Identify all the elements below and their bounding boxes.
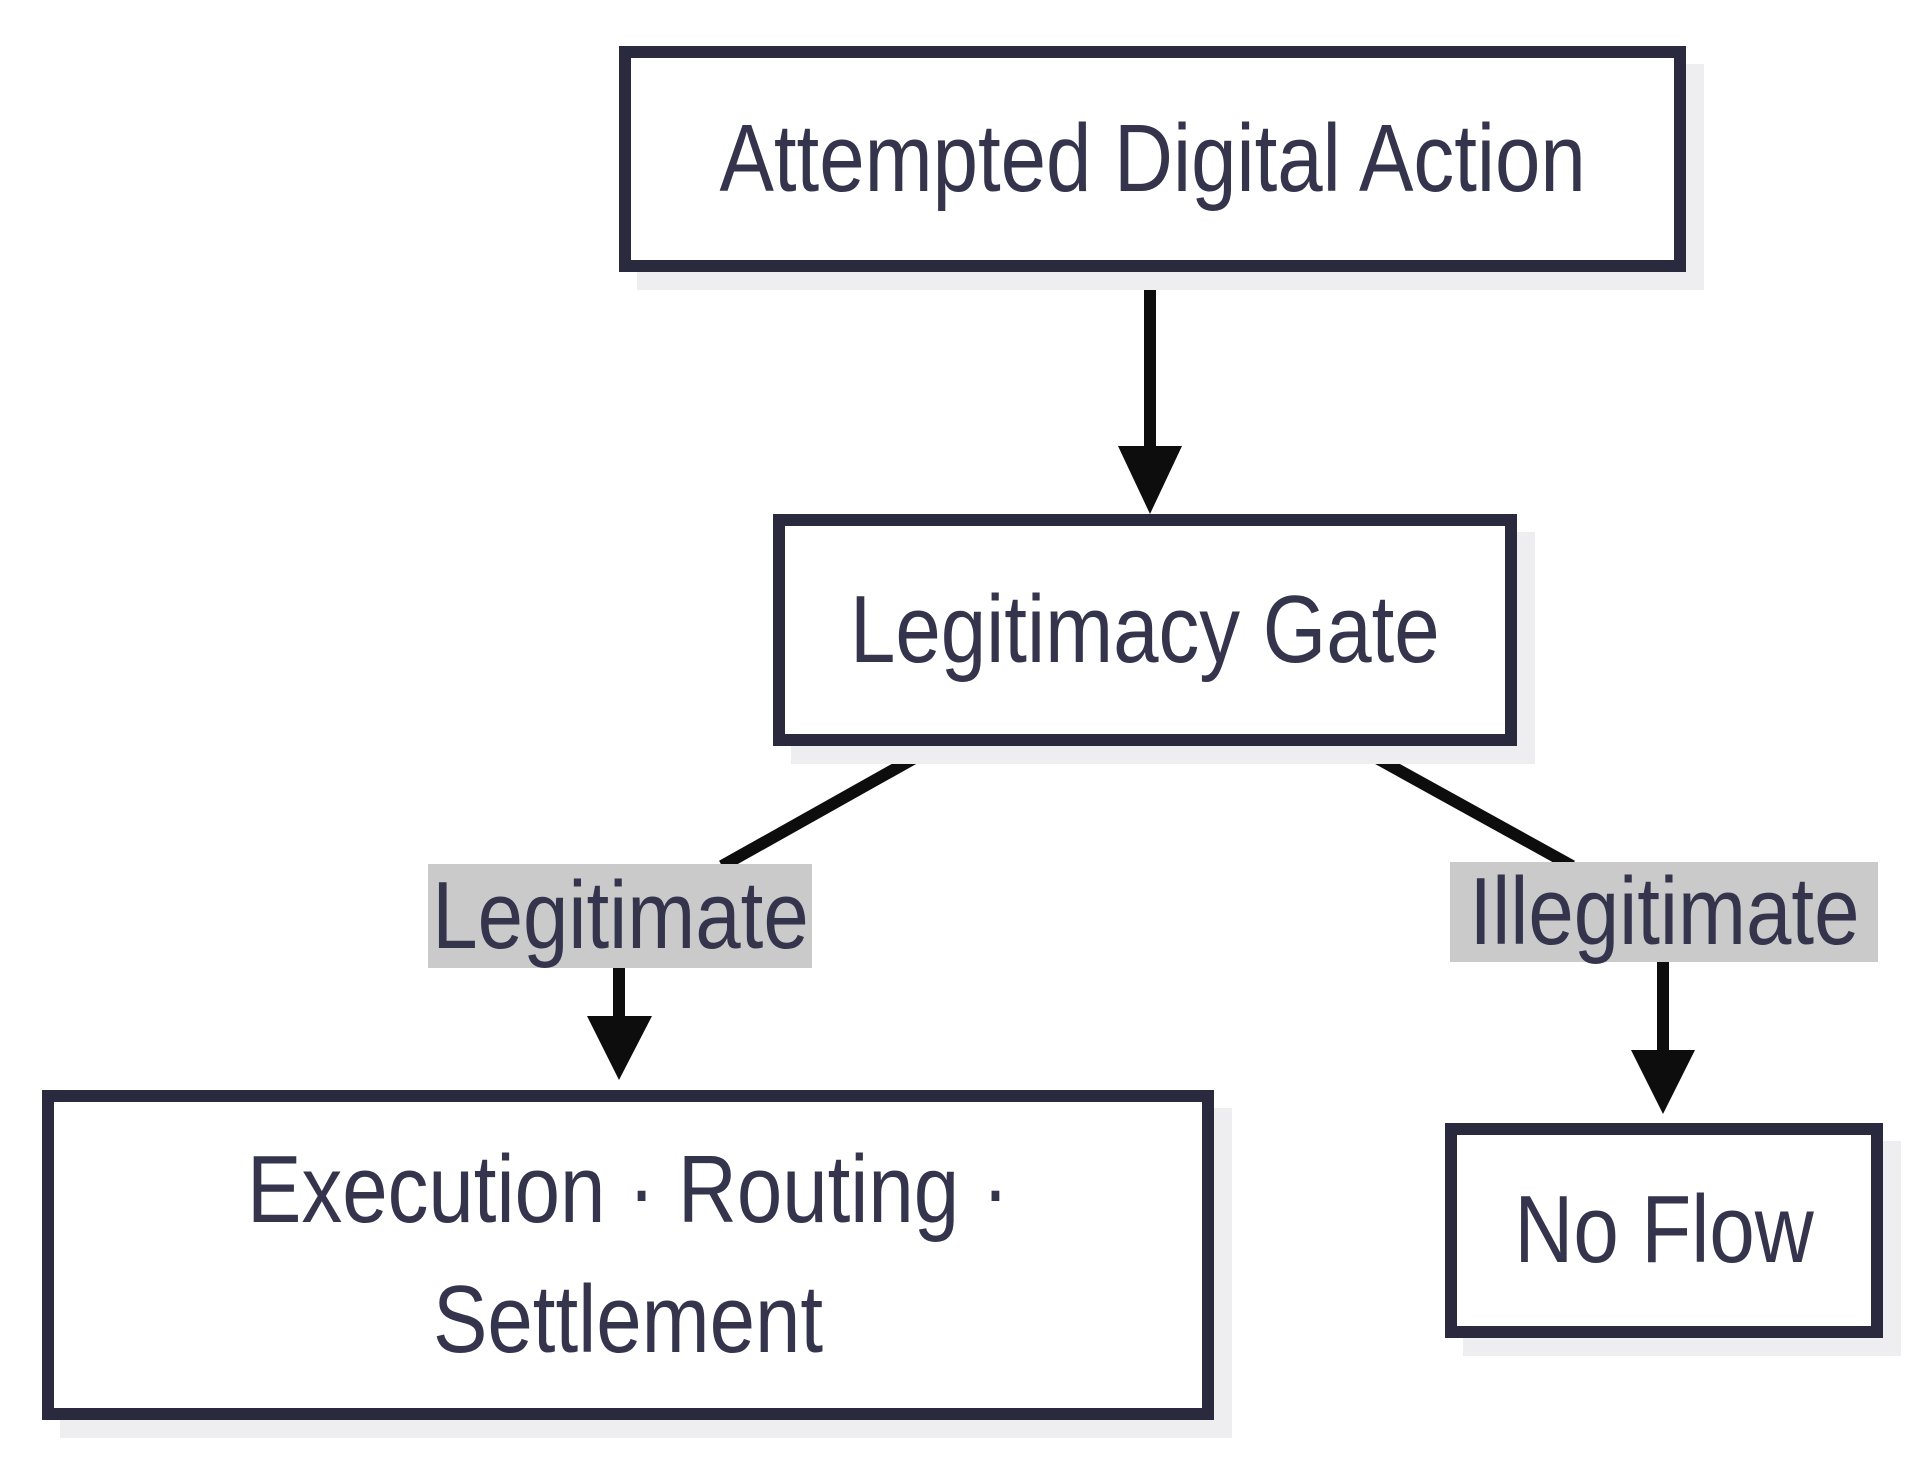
edge-label-illegitimate-text: Illegitimate: [1468, 857, 1860, 965]
node-attempted-digital-action: Attempted Digital Action: [619, 46, 1686, 272]
node-execution-label: Execution · Routing · Settlement: [247, 1136, 1009, 1373]
arrow-down-icon-illegitimate-to-noflow: [1631, 962, 1695, 1114]
edge-gate-to-illegitimate: [1352, 740, 1575, 872]
node-legitimacy-gate: Legitimacy Gate: [773, 514, 1517, 746]
edge-gate-to-legitimate: [719, 740, 939, 872]
node-attempted-label: Attempted Digital Action: [719, 104, 1586, 212]
node-noflow-label: No Flow: [1514, 1176, 1814, 1284]
arrow-down-icon-action-to-gate: [1118, 272, 1182, 514]
edge-label-illegitimate: Illegitimate: [1450, 857, 1878, 965]
arrow-down-icon-legitimate-to-execution: [587, 968, 652, 1080]
edge-label-legitimate-text: Legitimate: [431, 861, 809, 969]
node-execution-routing-settlement: Execution · Routing · Settlement: [42, 1090, 1214, 1420]
edge-label-legitimate: Legitimate: [428, 864, 812, 968]
node-no-flow: No Flow: [1445, 1123, 1883, 1338]
node-gate-label: Legitimacy Gate: [850, 575, 1440, 683]
